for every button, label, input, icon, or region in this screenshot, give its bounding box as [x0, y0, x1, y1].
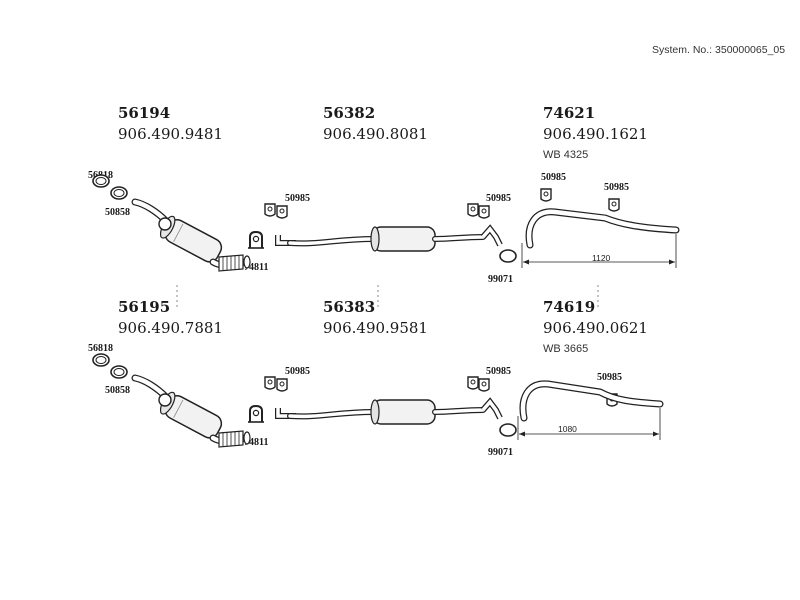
- part-number: 906.490.0621: [543, 319, 648, 337]
- assembly-number: 56383: [323, 298, 376, 316]
- part-label: 50985: [486, 193, 511, 204]
- part-label: 50985: [285, 193, 310, 204]
- wheelbase-label: WB 3665: [543, 343, 589, 355]
- system-number: System. No.: 350000065_05: [652, 44, 786, 56]
- part-label: 50985: [604, 182, 629, 193]
- part-label: 50858: [105, 207, 130, 218]
- part-label: 50858: [105, 385, 130, 396]
- part-number: 906.490.8081: [323, 125, 428, 143]
- front-pipe-catalytic-converter: [92, 174, 250, 271]
- assembly-number: 56195: [118, 298, 171, 316]
- part-label: 99071: [488, 274, 513, 285]
- dimension-label: 1120: [592, 253, 611, 263]
- part-label: 50985: [597, 372, 622, 383]
- dimension-label: 1080: [558, 424, 577, 434]
- assembly-number: 56382: [323, 104, 376, 122]
- wheelbase-label: WB 4325: [543, 149, 589, 161]
- part-number: 906.490.9581: [323, 319, 428, 337]
- part-number: 906.490.1621: [543, 125, 648, 143]
- assembly-number: 56194: [118, 104, 171, 122]
- front-pipe-catalytic-converter: [92, 353, 250, 447]
- middle-muffler: [247, 203, 517, 263]
- rear-tail-pipe: [517, 380, 664, 440]
- part-label: 50985: [541, 172, 566, 183]
- part-label: 74811: [244, 262, 269, 273]
- middle-muffler: [247, 376, 517, 437]
- part-label: 74811: [244, 437, 269, 448]
- assembly-number: 74619: [543, 298, 596, 316]
- part-number: 906.490.7881: [118, 319, 223, 337]
- assembly-number: 74621: [543, 104, 596, 122]
- part-label: 56818: [88, 343, 113, 354]
- part-label: 50985: [486, 366, 511, 377]
- part-label: 99071: [488, 447, 513, 458]
- rear-tail-pipe: [521, 188, 680, 268]
- part-label: 50985: [285, 366, 310, 377]
- part-number: 906.490.9481: [118, 125, 223, 143]
